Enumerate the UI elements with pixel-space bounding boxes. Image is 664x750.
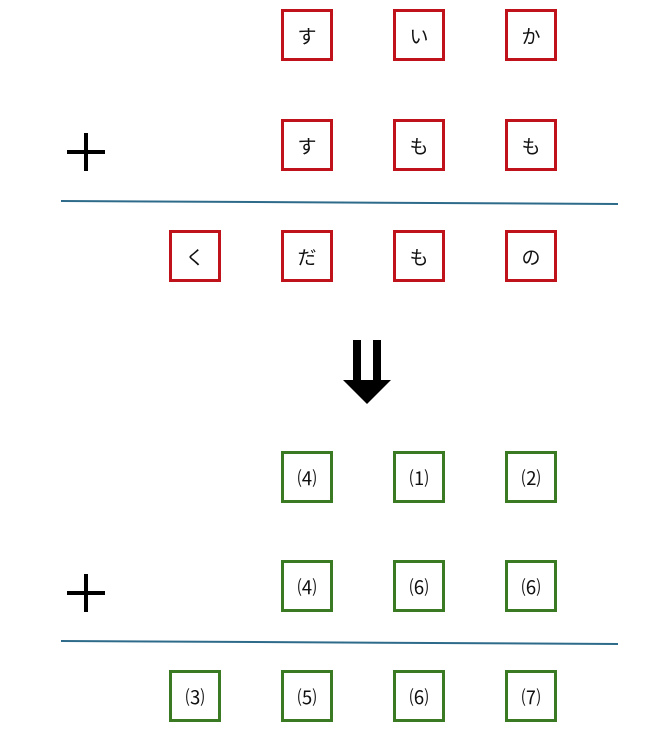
number-box: ⑷: [281, 560, 333, 612]
number-box: ⑴: [393, 451, 445, 503]
kana-box: す: [281, 9, 333, 61]
kana-box: の: [505, 230, 557, 282]
kana-box: す: [281, 119, 333, 171]
kana-box: か: [505, 9, 557, 61]
kana-box: も: [393, 230, 445, 282]
number-box: ⑺: [505, 670, 557, 722]
kana-box: い: [393, 9, 445, 61]
number-box: ⑹: [505, 560, 557, 612]
kana-box: も: [505, 119, 557, 171]
kana-box: く: [169, 230, 221, 282]
double-down-arrow-icon: [343, 340, 391, 404]
plus-icon: [67, 574, 105, 612]
kana-box: だ: [281, 230, 333, 282]
number-box: ⑷: [281, 451, 333, 503]
number-box: ⑶: [169, 670, 221, 722]
number-box: ⑹: [393, 560, 445, 612]
number-box: ⑹: [393, 670, 445, 722]
number-box: ⑵: [505, 451, 557, 503]
plus-icon: [67, 133, 105, 171]
kana-box: も: [393, 119, 445, 171]
number-box: ⑸: [281, 670, 333, 722]
